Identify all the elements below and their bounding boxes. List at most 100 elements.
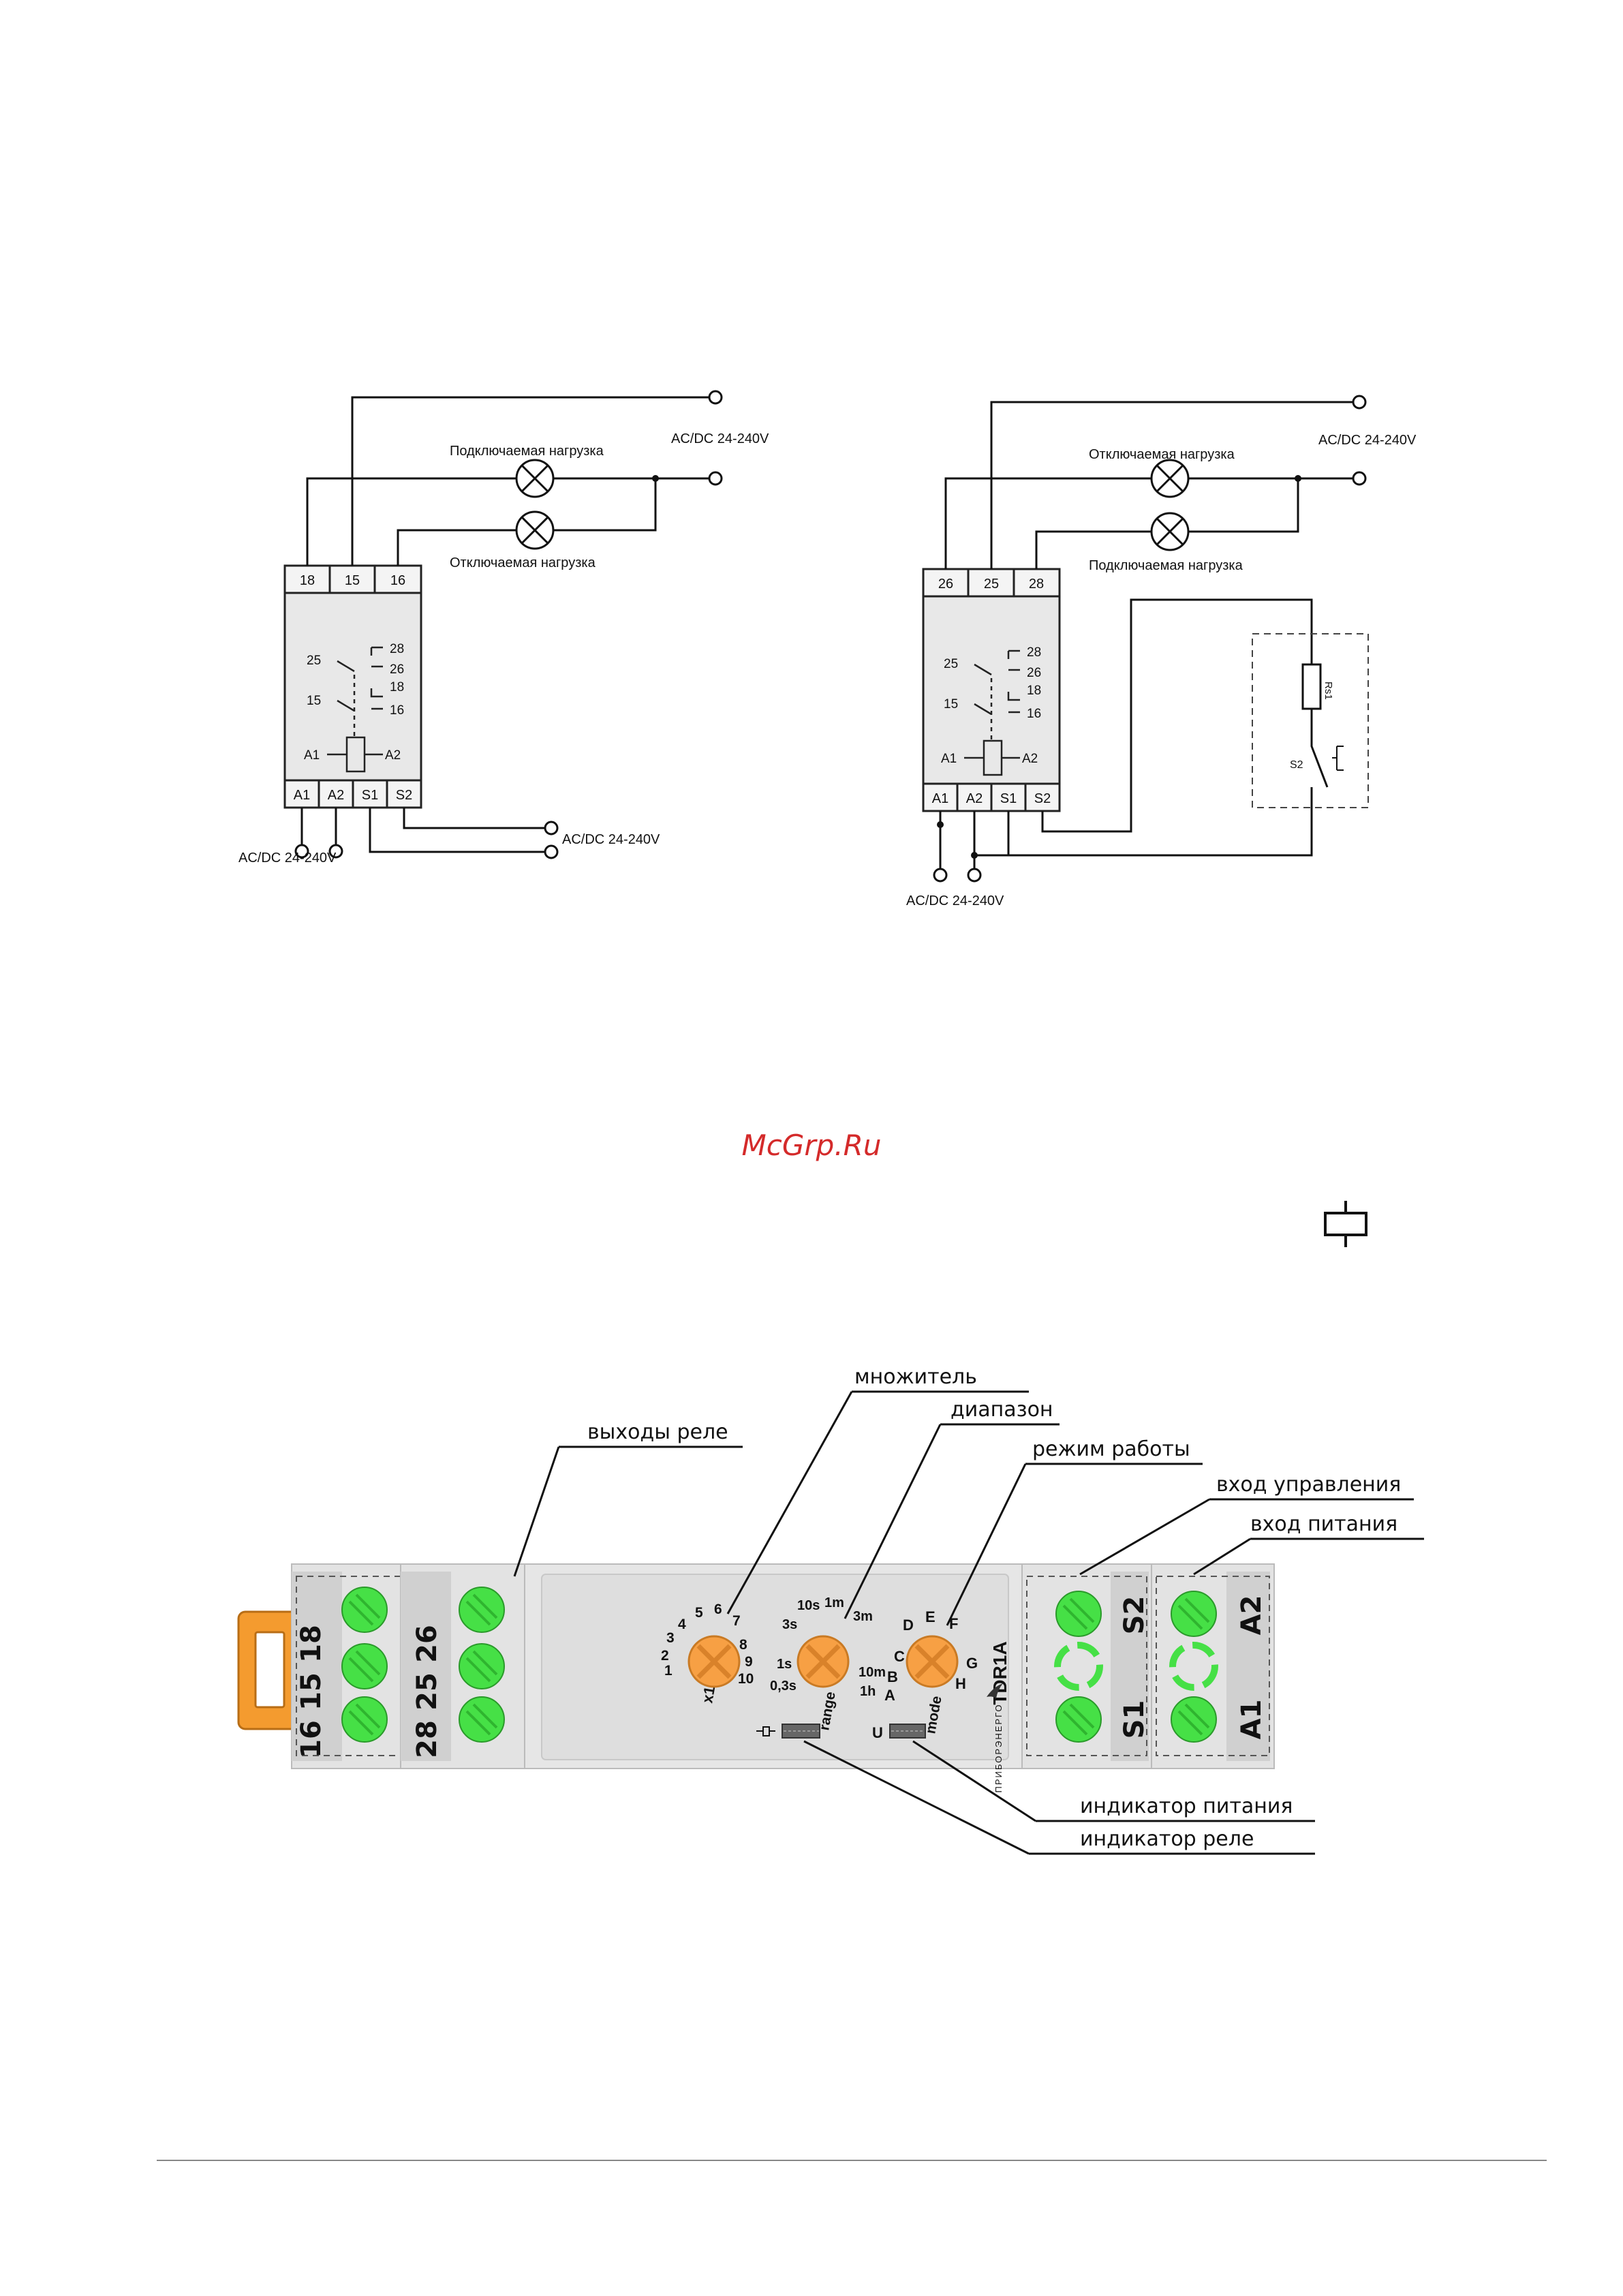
svg-text:3s: 3s: [782, 1617, 797, 1632]
d2-c-26: 26: [1027, 666, 1041, 680]
svg-text:3m: 3m: [853, 1609, 873, 1624]
d1-c-16: 16: [390, 703, 404, 718]
svg-text:9: 9: [745, 1654, 753, 1670]
screw-s2[interactable]: [1055, 1590, 1102, 1638]
svg-text:10m: 10m: [859, 1665, 886, 1680]
d2-term-s1: S1: [1000, 791, 1017, 806]
svg-text:5: 5: [695, 1605, 703, 1621]
d2-coil-a1: A1: [941, 752, 957, 766]
svg-text:B: B: [887, 1668, 898, 1685]
screw-25[interactable]: [458, 1642, 506, 1690]
screw-18[interactable]: [341, 1586, 388, 1634]
svg-text:F: F: [949, 1615, 958, 1632]
multiplier-scale: 1 2 3 4 5 6 7 8 9 10: [661, 1602, 754, 1687]
term-18-label: 18: [296, 1625, 327, 1663]
d1-supply-bottom: AC/DC 24-240V: [238, 851, 337, 866]
d2-lamp-on-icon: [1150, 512, 1190, 551]
term-26-label: 26: [412, 1625, 443, 1663]
device-front: 18 15 16 26 25 28 1 2 3 4 5 6 7 8 9 1: [237, 1365, 1424, 1855]
d1-term-15: 15: [345, 573, 360, 588]
d2-load-off: Отключаемая нагрузка: [1089, 447, 1235, 462]
d1-lamp-on-icon: [515, 459, 555, 498]
svg-text:H: H: [955, 1675, 966, 1692]
d2-external-box: [1252, 633, 1369, 808]
d2-switch: [1310, 736, 1329, 791]
diagram-2: 26 25 28 A1 A2 S1 S2 28 25 26 18 15 16 A…: [906, 395, 1417, 908]
power-indicator: [889, 1724, 926, 1739]
d2-term-a2: A2: [966, 791, 983, 806]
callout-lines: [513, 1390, 1424, 1855]
screw-s1[interactable]: [1055, 1696, 1102, 1743]
svg-text:1s: 1s: [777, 1657, 792, 1672]
screw-26[interactable]: [458, 1586, 506, 1634]
coil-symbol-icon: [1324, 1201, 1367, 1247]
term-s2-label: S2: [1119, 1596, 1150, 1635]
d2-term-a1: A1: [932, 791, 948, 806]
d2-term-28: 28: [1029, 577, 1044, 592]
d1-c-26: 26: [390, 662, 404, 677]
brand-logo-icon: [987, 1683, 1003, 1698]
term-s1-label: S1: [1119, 1700, 1150, 1739]
svg-text:D: D: [903, 1617, 914, 1634]
power-indicator-label: U: [872, 1724, 883, 1741]
d2-c-16: 16: [1027, 707, 1041, 721]
d1-term-s1: S1: [362, 788, 378, 803]
d1-c-25: 25: [307, 654, 321, 668]
mode-scale: A B C D E F G H: [884, 1608, 978, 1704]
d1-term-s2: S2: [396, 788, 412, 803]
svg-text:C: C: [894, 1648, 905, 1665]
screw-16[interactable]: [341, 1696, 388, 1743]
callout-range: диапазон: [950, 1398, 1053, 1422]
d2-contacts: [964, 649, 1020, 776]
d1-term-a1: A1: [294, 788, 310, 803]
screw-28[interactable]: [458, 1696, 506, 1743]
d1-load-off: Отключаемая нагрузка: [450, 555, 596, 570]
d2-resistor-label: Rs1: [1323, 682, 1334, 700]
watermark: McGrp.Ru: [742, 1129, 882, 1162]
d2-c-18: 18: [1027, 684, 1041, 698]
d2-term-s2: S2: [1034, 791, 1051, 806]
d2-wiring: [939, 401, 1352, 869]
d2-term-25: 25: [984, 577, 999, 592]
d2-supply-top: AC/DC 24-240V: [1318, 433, 1417, 448]
d1-term-a2: A2: [328, 788, 344, 803]
svg-text:1: 1: [664, 1663, 673, 1679]
svg-text:6: 6: [714, 1602, 722, 1617]
screw-15[interactable]: [341, 1642, 388, 1690]
d1-wiring: [300, 396, 709, 853]
svg-text:0,3s: 0,3s: [770, 1679, 797, 1694]
screw-a1[interactable]: [1170, 1696, 1218, 1743]
term-15-label: 15: [296, 1672, 327, 1711]
term-28-label: 28: [412, 1720, 443, 1758]
d1-device-body: [283, 564, 422, 809]
d2-lamp-off-icon: [1150, 459, 1190, 498]
d2-resistor: [1301, 663, 1322, 710]
callout-mode: режим работы: [1032, 1437, 1190, 1461]
svg-text:1h: 1h: [860, 1684, 876, 1699]
svg-text:E: E: [925, 1608, 936, 1625]
d1-contacts: [327, 646, 383, 773]
d1-term-16: 16: [390, 573, 405, 588]
svg-text:10: 10: [738, 1671, 754, 1687]
term-25-label: 25: [412, 1672, 443, 1711]
svg-text:2: 2: [661, 1648, 669, 1664]
svg-text:7: 7: [732, 1613, 741, 1629]
svg-text:3: 3: [666, 1630, 675, 1646]
d2-c-28: 28: [1027, 645, 1041, 660]
d1-supply-control: AC/DC 24-240V: [562, 832, 660, 847]
d1-coil-a1: A1: [304, 748, 320, 763]
d2-term-26: 26: [938, 577, 953, 592]
callout-relay-outputs: выходы реле: [587, 1420, 728, 1444]
callout-control-input: вход управления: [1216, 1473, 1401, 1497]
diagram-1: 18 15 16 A1 A2 S1 S2 28 25 26 18 15 16 A…: [238, 390, 769, 866]
callout-power-indicator: индикатор питания: [1080, 1794, 1293, 1818]
d2-c-25: 25: [944, 657, 958, 671]
multiplier-caption: x1: [698, 1685, 718, 1704]
svg-text:8: 8: [739, 1637, 747, 1653]
callout-multiplier: множитель: [854, 1365, 977, 1389]
d1-supply-top: AC/DC 24-240V: [671, 431, 769, 446]
d1-coil-a2: A2: [385, 748, 401, 763]
term-16-label: 16: [296, 1720, 327, 1758]
screw-a2[interactable]: [1170, 1590, 1218, 1638]
